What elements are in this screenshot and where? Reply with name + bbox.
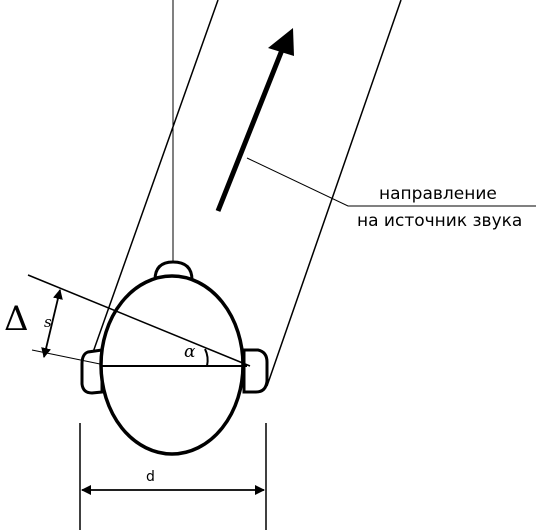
direction-arrowhead [268,28,294,56]
sound-ray-left [85,0,219,373]
wavefront-line [27,274,251,367]
sound-ray-right [266,0,402,387]
d-label: d [146,469,155,485]
left-ear [80,348,104,395]
caption-leader-line [246,157,536,207]
angle-arc [204,348,209,367]
right-ear [242,348,269,394]
delta-label: Δ [4,299,29,339]
direction-arrow [215,49,285,212]
direction-caption-line1: направление [379,184,497,204]
path-difference-arrow [41,289,63,358]
s-label: s [44,313,52,331]
alpha-label: α [184,342,196,362]
direction-caption-line2: на источник звука [357,211,522,231]
